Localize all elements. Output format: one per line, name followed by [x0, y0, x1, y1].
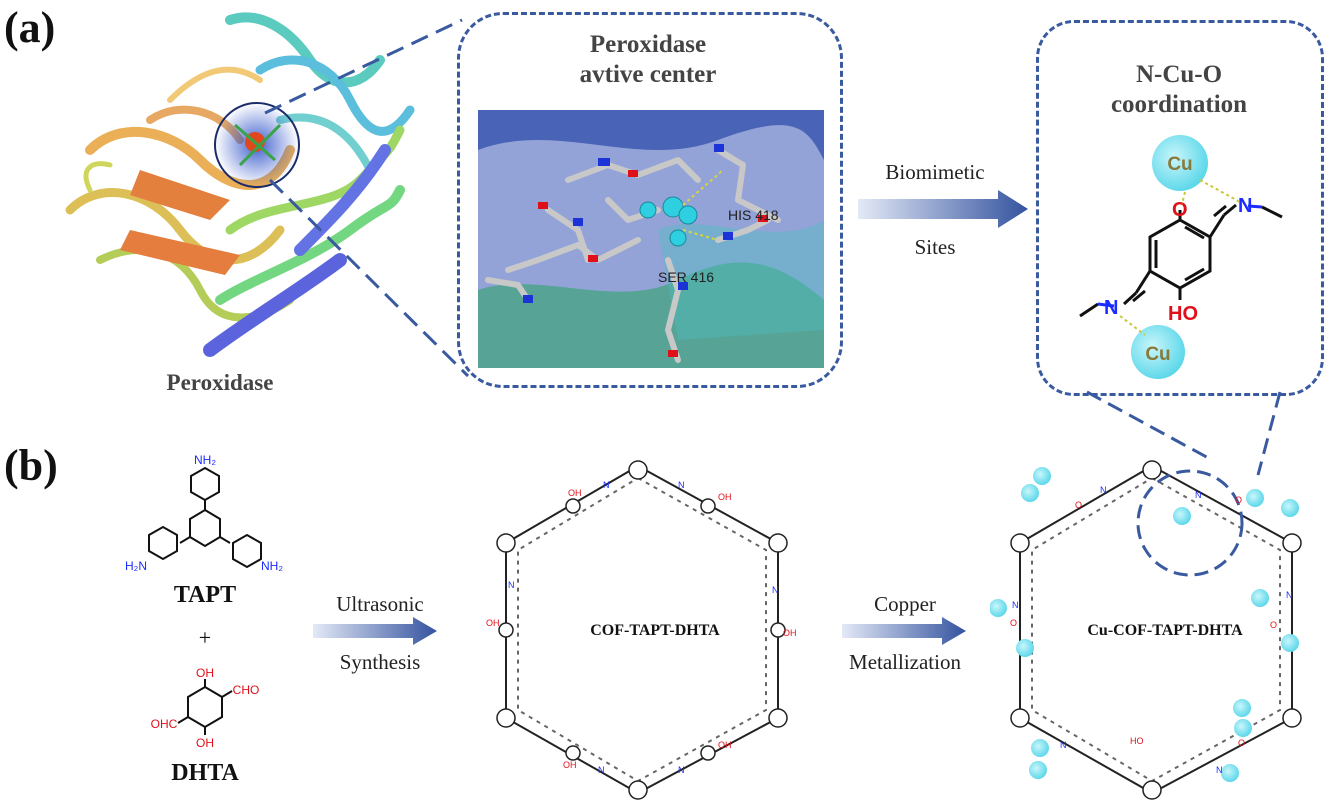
coordination-title: N-Cu-O coordination: [1040, 60, 1318, 120]
cucof-n-1: N: [1100, 485, 1107, 495]
dhta-cho: CHO: [233, 683, 260, 697]
dhta-ohc: OHC: [151, 717, 178, 731]
panel-b-label: (b): [4, 441, 58, 490]
cof-oh-5: OH: [718, 740, 732, 750]
copper-arrow-top: Copper: [874, 592, 936, 616]
dhta-structure: OH OH CHO OHC: [151, 666, 260, 750]
cof-n-6: N: [598, 765, 605, 775]
active-center-box: [457, 12, 843, 388]
tapt-h2n-left: H₂N: [125, 559, 147, 573]
cucof-ho-1: HO: [1130, 736, 1144, 746]
cu-atom-top: [1152, 135, 1208, 191]
cucof-n-2: N: [1195, 490, 1202, 500]
cucof-n-3: N: [1012, 600, 1019, 610]
cof-n-1: N: [603, 480, 610, 490]
peroxidase-caption: Peroxidase: [166, 370, 274, 395]
biomimetic-arrow-top: Biomimetic: [885, 160, 985, 184]
cucof-o-5: O: [1238, 738, 1245, 748]
cu-bottom-label: Cu: [1145, 344, 1170, 365]
cucof-o-4: O: [1270, 620, 1277, 630]
tapt-nh2-right: NH₂: [261, 559, 283, 573]
coordination-box: [1036, 20, 1324, 396]
cof-tapt-dhta-framework: OH OH OH OH OH OH N N N N N N: [486, 460, 797, 800]
cu-atom-bottom: [1131, 325, 1185, 379]
coordination-title-line1: N-Cu-O: [1135, 61, 1223, 88]
nitrogen-label-bottom: N: [1104, 297, 1118, 319]
residue-his-label: HIS 418: [728, 207, 779, 223]
n-cu-o-structure: Cu Cu O N N HO: [1079, 135, 1283, 379]
nitrogen-label-top: N: [1238, 195, 1252, 217]
cof-n-5: N: [678, 765, 685, 775]
biomimetic-arrow-bottom: Sites: [914, 235, 956, 259]
dhta-oh-top: OH: [196, 666, 214, 680]
cof-oh-6: OH: [563, 760, 577, 770]
cu-cof-label: Cu-COF-TAPT-DHTA: [1087, 622, 1243, 639]
residue-ser-label: SER 416: [658, 269, 714, 285]
cucof-o-1: O: [1075, 500, 1082, 510]
copper-arrow-bottom: Metallization: [849, 650, 961, 674]
tapt-nh2-top: NH₂: [194, 453, 216, 467]
cu-top-label: Cu: [1167, 154, 1192, 175]
cof-n-3: N: [772, 585, 779, 595]
peroxidase-protein-illustration: [65, 12, 415, 357]
cof-oh-2: OH: [718, 492, 732, 502]
dhta-oh-bottom: OH: [196, 736, 214, 750]
cucof-n-6: N: [1216, 765, 1223, 775]
cof-n-2: N: [678, 480, 685, 490]
active-center-title-line1: Peroxidase: [589, 31, 707, 58]
cucof-o-2: O: [1235, 495, 1242, 505]
panel-a-label: (a): [4, 3, 56, 52]
cof-oh-3: OH: [486, 618, 500, 628]
cof-oh-4: OH: [783, 628, 797, 638]
ultrasonic-arrow: [313, 617, 437, 645]
cucof-n-5: N: [1060, 740, 1067, 750]
copper-metallization-arrow: [842, 617, 966, 645]
ultrasonic-arrow-top: Ultrasonic: [336, 592, 424, 616]
cucof-o-3: O: [1010, 618, 1017, 628]
active-center-title-line2: avtive center: [579, 61, 717, 88]
hydroxyl-label: HO: [1168, 303, 1198, 325]
cu-cof-tapt-dhta-framework: O O O O HO O N N N N N N: [990, 460, 1302, 800]
cof-n-4: N: [508, 580, 515, 590]
active-center-structure: HIS 418 SER 416: [478, 110, 824, 368]
active-center-title: Peroxidase avtive center: [460, 30, 836, 90]
tapt-label: TAPT: [173, 582, 237, 608]
cucof-n-4: N: [1286, 590, 1293, 600]
cof-label: COF-TAPT-DHTA: [590, 622, 720, 639]
biomimetic-arrow: [858, 190, 1028, 228]
coordination-title-line2: coordination: [1110, 91, 1248, 118]
plus-sign: +: [198, 625, 212, 650]
tapt-structure: NH₂ H₂N NH₂: [125, 453, 283, 573]
dhta-label: DHTA: [171, 760, 239, 786]
cof-oh-1: OH: [568, 488, 582, 498]
cu-cof-highlight-circle: [1136, 469, 1244, 577]
ultrasonic-arrow-bottom: Synthesis: [339, 650, 421, 674]
oxygen-label: O: [1172, 199, 1188, 221]
